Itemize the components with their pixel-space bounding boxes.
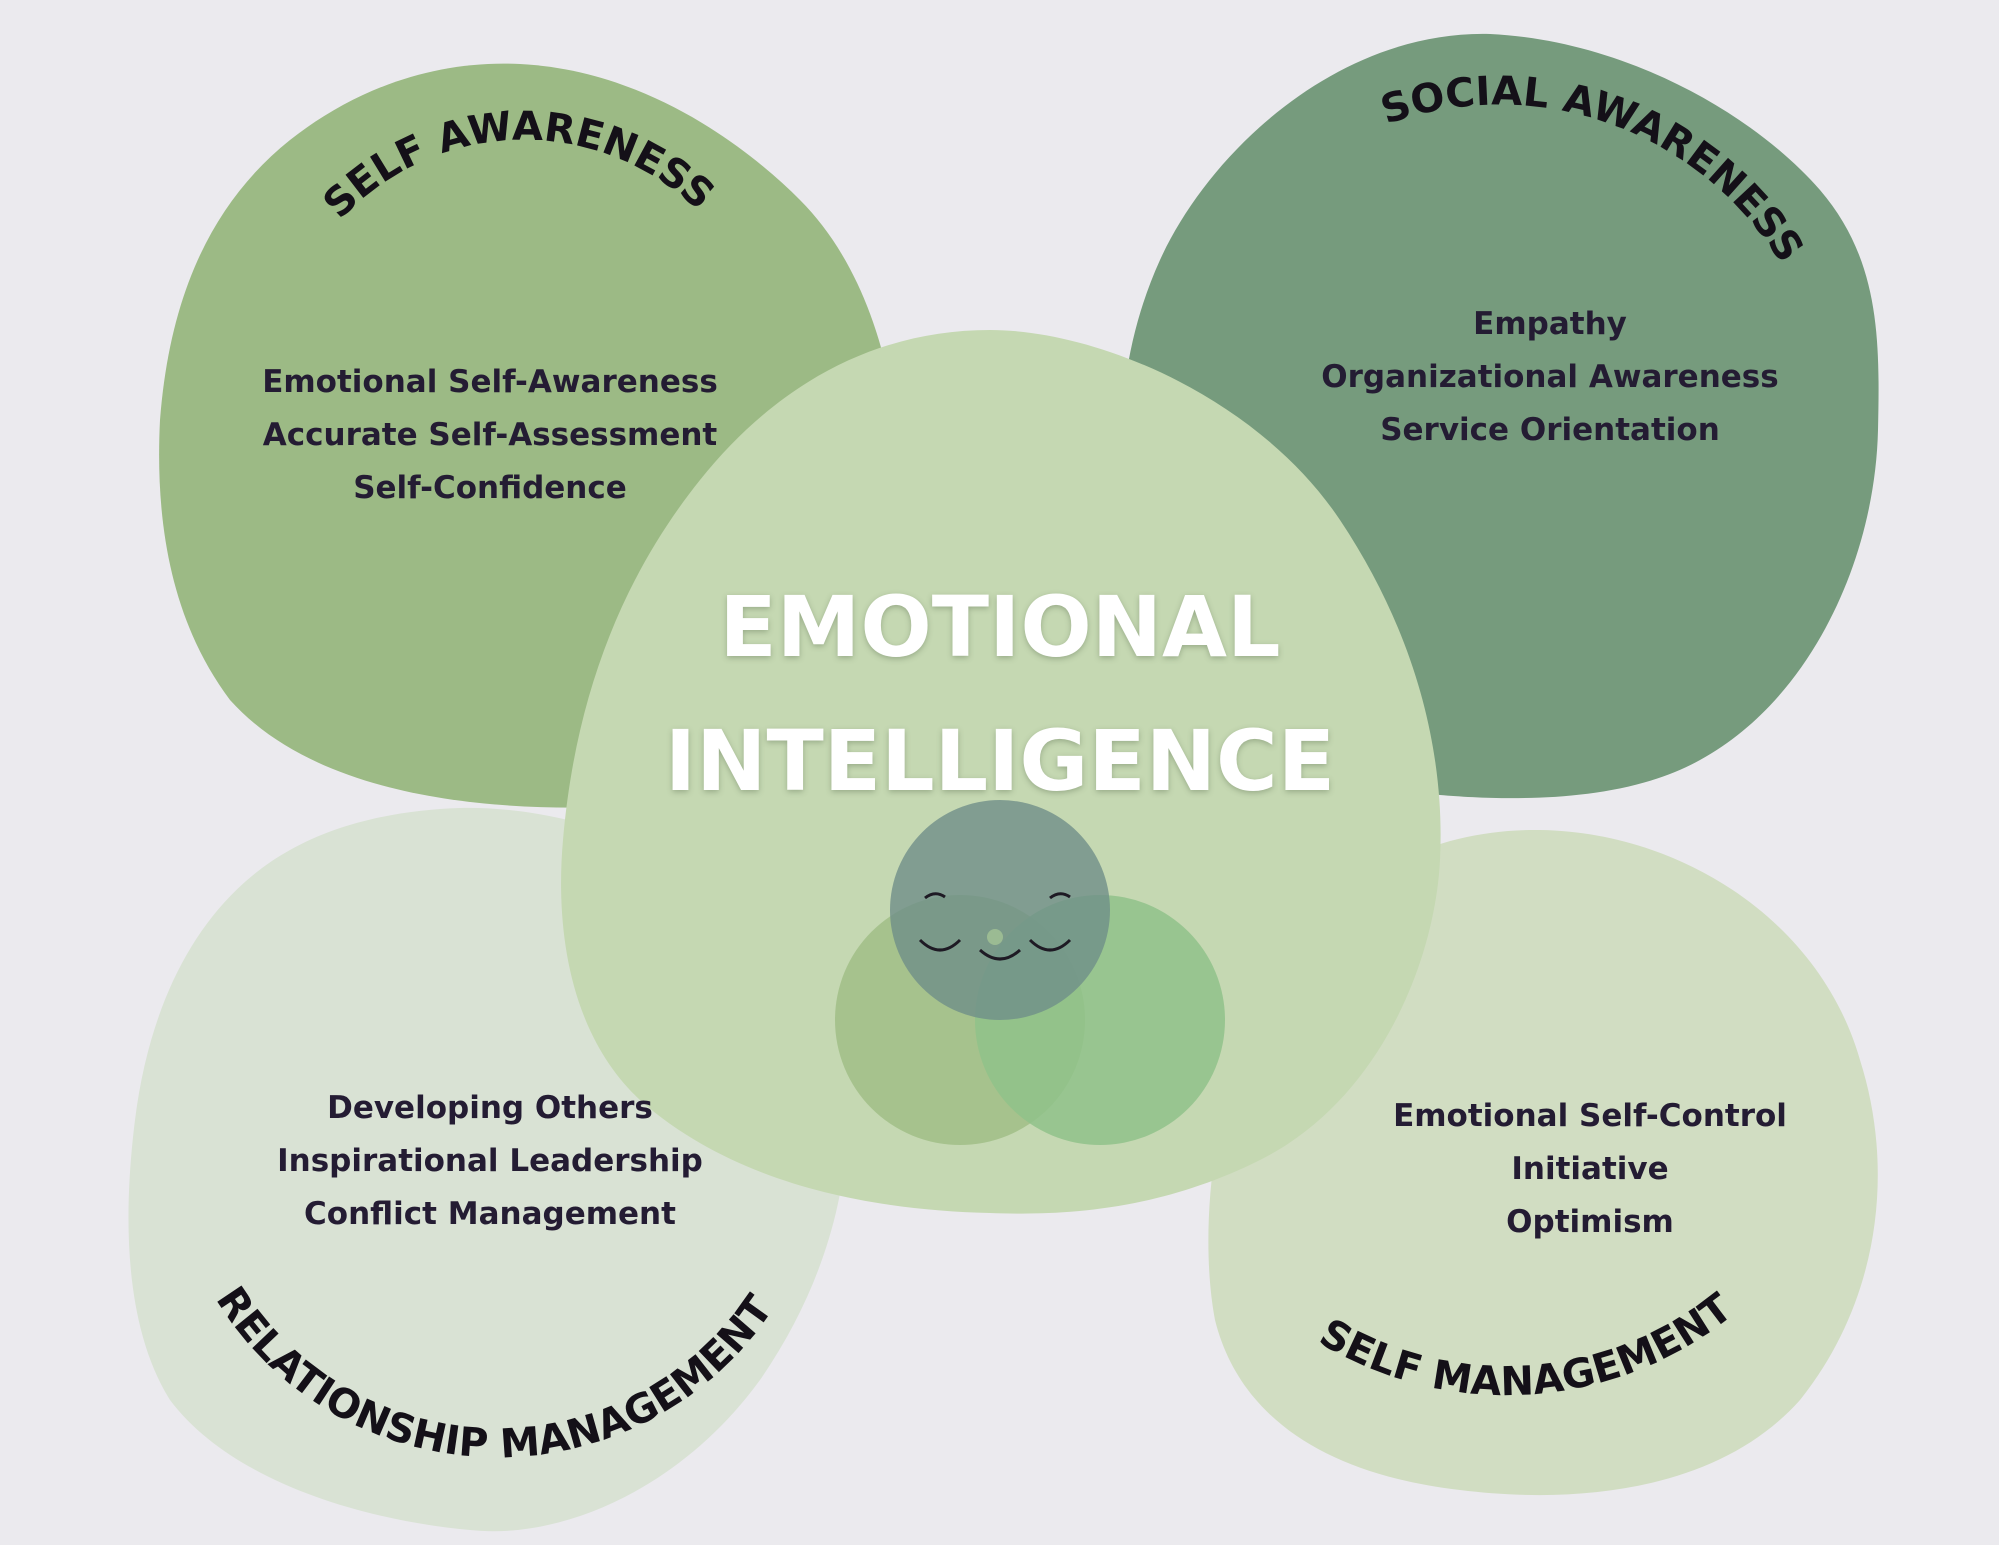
relationship-management-list: Developing Others Inspirational Leadersh…	[240, 1082, 740, 1241]
list-item: Emotional Self-Awareness	[262, 364, 718, 400]
list-item: Initiative	[1511, 1151, 1669, 1187]
list-item: Inspirational Leadership	[277, 1143, 703, 1179]
list-item: Service Orientation	[1380, 412, 1720, 448]
social-awareness-list: Empathy Organizational Awareness Service…	[1300, 298, 1800, 457]
self-management-list: Emotional Self-Control Initiative Optimi…	[1340, 1090, 1840, 1249]
list-item: Self-Confidence	[353, 470, 627, 506]
list-item: Developing Others	[327, 1090, 653, 1126]
title-line-1: EMOTIONAL	[719, 578, 1281, 676]
smiling-venn-circles-icon	[835, 800, 1225, 1145]
list-item: Conflict Management	[304, 1196, 676, 1232]
title-line-2: INTELLIGENCE	[664, 712, 1336, 810]
list-item: Emotional Self-Control	[1393, 1098, 1787, 1134]
page-title: EMOTIONAL INTELLIGENCE	[600, 560, 1400, 828]
list-item: Organizational Awareness	[1321, 359, 1779, 395]
list-item: Optimism	[1506, 1204, 1674, 1240]
list-item: Accurate Self-Assessment	[262, 417, 718, 453]
self-awareness-list: Emotional Self-Awareness Accurate Self-A…	[240, 356, 740, 515]
list-item: Empathy	[1473, 306, 1627, 342]
